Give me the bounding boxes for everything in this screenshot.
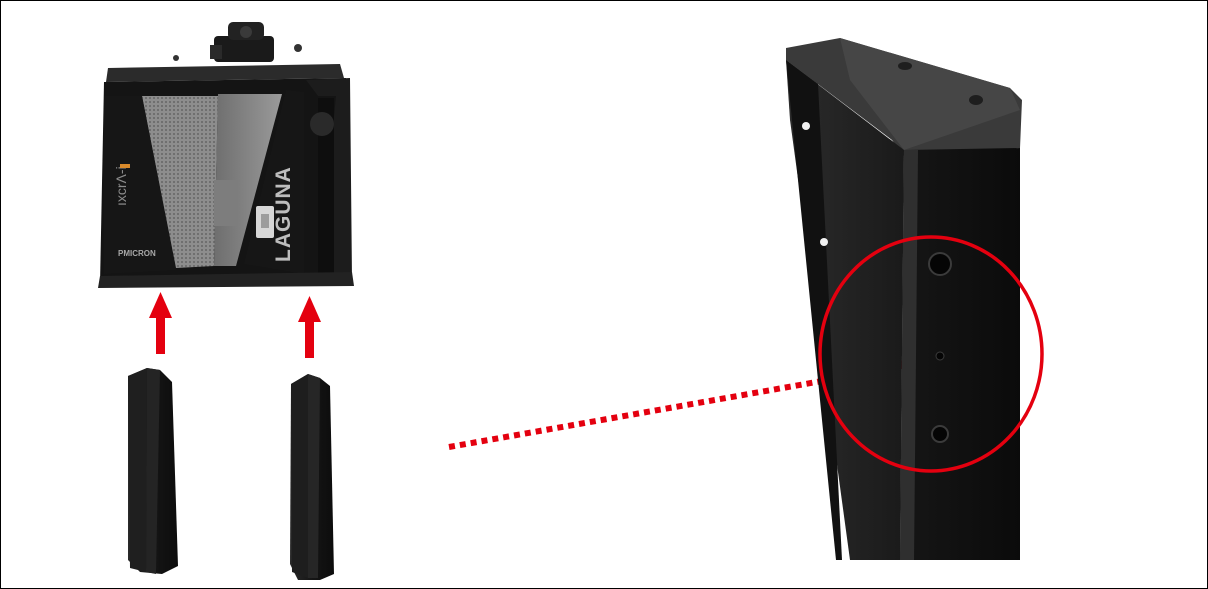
- product-label: ıxcrΛ-i: [113, 166, 129, 206]
- dust-collector-image: LAGUNA ıxcrΛ-i PMICRON: [98, 22, 354, 288]
- post-closeup-image: [786, 38, 1022, 560]
- badge-label: PMICRON: [118, 249, 156, 258]
- leg-right-image: [290, 374, 334, 580]
- brand-label: LAGUNA: [272, 166, 295, 262]
- up-arrow-icon: [149, 292, 172, 354]
- up-arrow-icon: [298, 296, 321, 358]
- leg-left-image: [128, 368, 178, 574]
